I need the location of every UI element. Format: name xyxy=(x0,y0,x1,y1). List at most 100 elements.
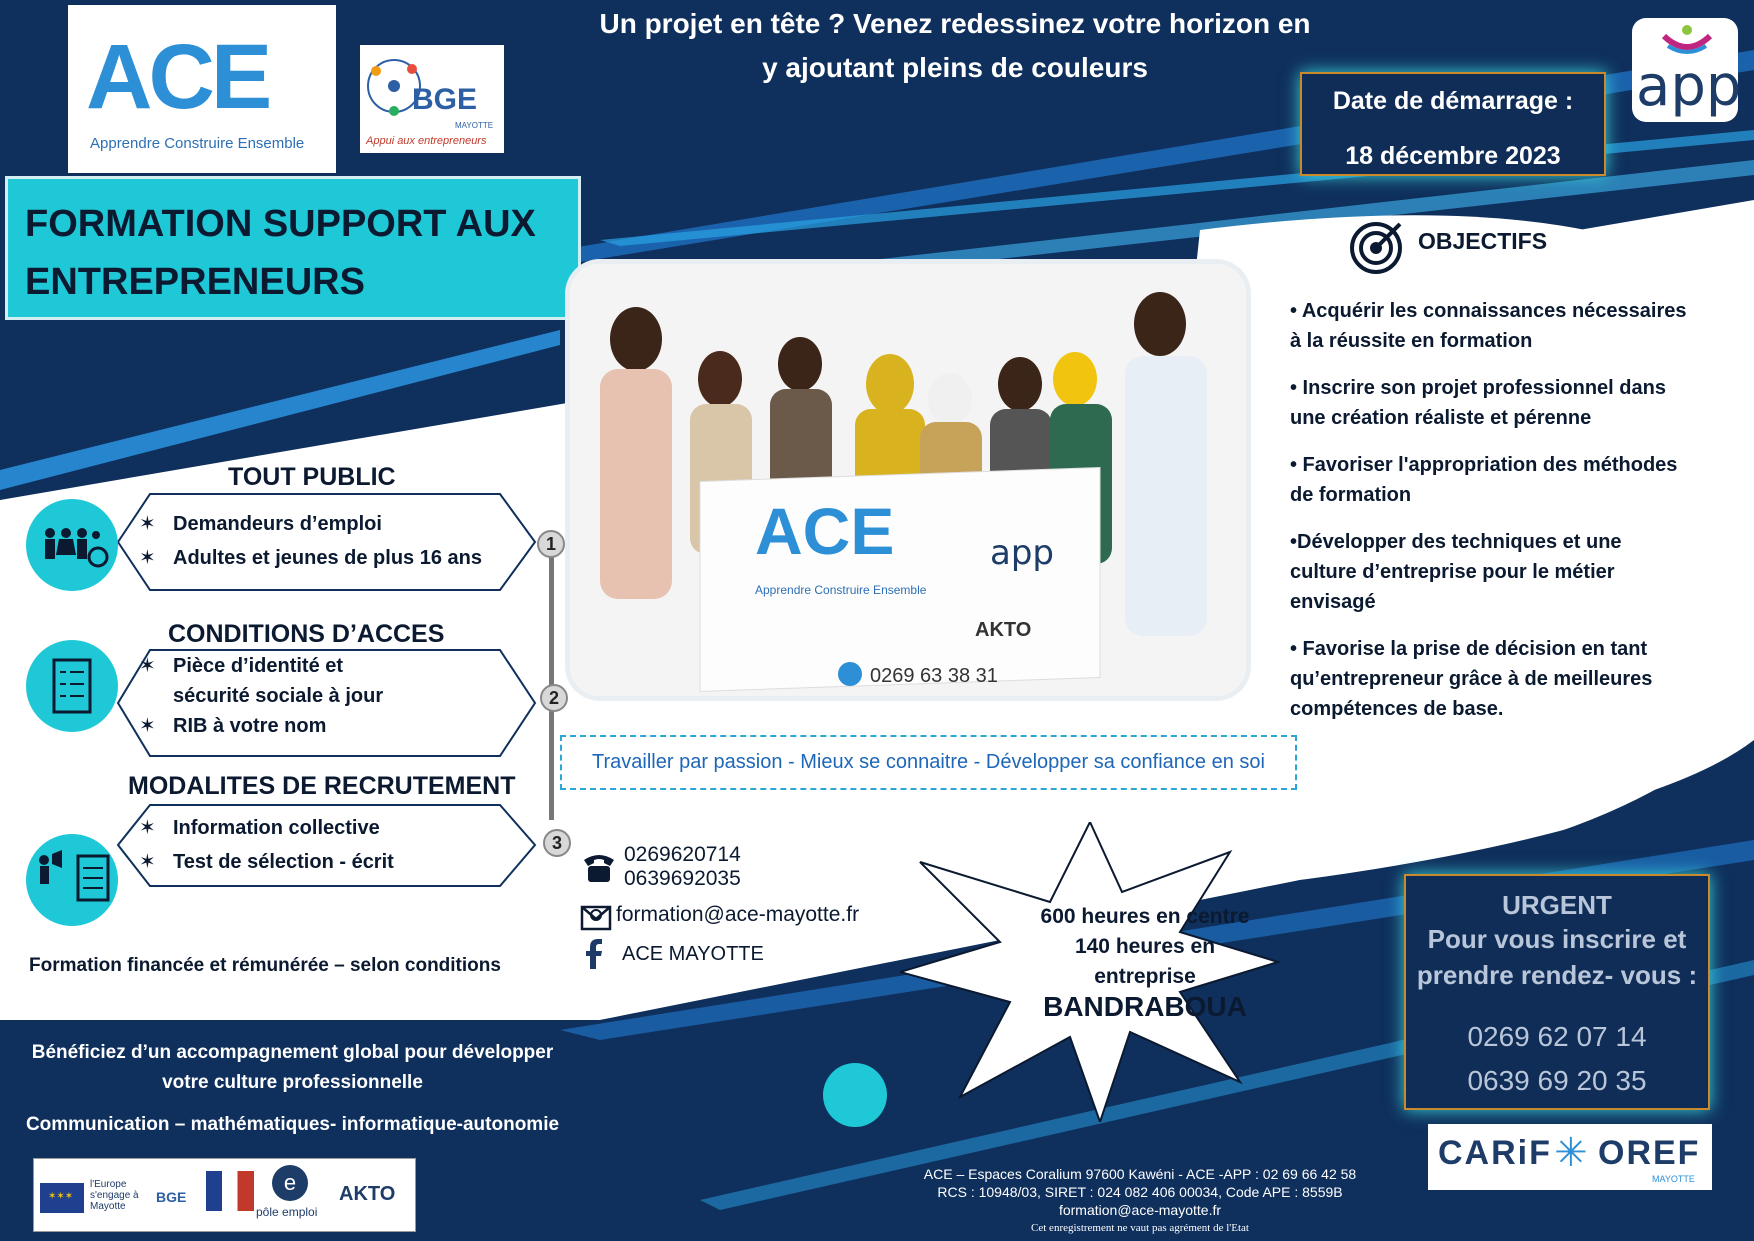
hours-entreprise: 140 heures en xyxy=(1074,935,1216,958)
footer-line1: Bénéficiez d’un accompagnement global po… xyxy=(31,1042,554,1063)
carif-star-icon: ✳ xyxy=(1554,1131,1588,1175)
financement-text: Formation financée et rémunérée – selon … xyxy=(29,955,501,976)
section-arrow-public xyxy=(116,493,537,591)
partner-europe: l'Europe s'engage à Mayotte xyxy=(90,1179,139,1212)
bge-logo-text: BGE xyxy=(412,83,478,116)
step-number-2: 2 xyxy=(540,684,568,712)
carif-text: CARiF xyxy=(1438,1134,1552,1172)
group-photo-illustration: ACE Apprendre Construire Ensemble app AK… xyxy=(570,264,1246,696)
address-line3: formation@ace-mayotte.fr xyxy=(1058,1202,1222,1218)
contact-facebook-row: ACE MAYOTTE xyxy=(580,939,859,969)
address-line2: RCS : 10948/03, SIRET : 024 082 406 0003… xyxy=(937,1184,1343,1200)
urgent-phones: 0269 62 07 14 0639 69 20 35 xyxy=(1406,1015,1708,1103)
list-item: •Développer des techniques et une cultur… xyxy=(1290,531,1622,613)
presentation-checklist-icon xyxy=(39,850,110,902)
address-line1: ACE – Espaces Coralium 97600 Kawéni - AC… xyxy=(923,1166,1357,1182)
board-ace-subtitle: Apprendre Construire Ensemble xyxy=(755,583,927,597)
footer-left-text: Bénéficiez d’un accompagnement global po… xyxy=(10,1038,575,1140)
motto-banner: Travailler par passion - Mieux se connai… xyxy=(560,735,1297,790)
formation-title-line2: ENTREPRENEURS xyxy=(25,261,365,303)
app-logo-text: app xyxy=(1636,54,1742,119)
contact-phones: 0269620714 0639692035 xyxy=(580,843,859,891)
footer-line2: votre culture professionnelle xyxy=(162,1072,423,1093)
eu-flag-icon: ✶✶✶ xyxy=(40,1183,84,1213)
hours-block: 600 heures en centre 140 heures en entre… xyxy=(1020,902,1270,1022)
people-accessibility-icon xyxy=(45,528,109,568)
oref-text: OREF xyxy=(1598,1134,1701,1172)
list-item: • Favoriser l'appropriation des méthodes… xyxy=(1290,454,1678,506)
app-swoosh-icon xyxy=(1662,25,1712,54)
board-ace-logo: ACE xyxy=(755,494,894,568)
board-akto-logo: AKTO xyxy=(975,619,1031,641)
bge-logo-tagline: Appui aux entrepreneurs xyxy=(366,135,487,147)
formation-title-line1: FORMATION SUPPORT AUX xyxy=(25,203,536,245)
section-arrow-conditions xyxy=(116,649,537,757)
list-item: • Favorise la prise de décision en tant … xyxy=(1290,638,1653,720)
contact-email-row: formation@ace-mayotte.fr xyxy=(580,899,859,931)
step-number-3: 3 xyxy=(543,829,571,857)
app-logo: app xyxy=(1632,18,1742,122)
partner-bge: BGE xyxy=(156,1189,187,1205)
target-icon xyxy=(1350,222,1402,274)
section-icon-recrutement xyxy=(26,834,118,926)
partner-akto: AKTO xyxy=(339,1183,396,1205)
starburst-shape xyxy=(900,822,1280,1122)
hours-location: BANDRABOUA xyxy=(1043,991,1247,1022)
board-phone: 0269 63 38 31 xyxy=(870,665,998,687)
ace-logo-subtitle: Apprendre Construire Ensemble xyxy=(90,135,305,152)
urgent-line1: Pour vous inscrire et xyxy=(1427,924,1687,954)
section-list-recrutement: ✶Information collective ✶Test de sélecti… xyxy=(139,811,394,879)
objectifs-list: • Acquérir les connaissances nécessaires… xyxy=(1290,296,1690,741)
contacts-block: 0269620714 0639692035 formation@ace-mayo… xyxy=(580,843,859,977)
section-title-conditions: CONDITIONS D’ACCES xyxy=(168,620,445,648)
list-item: ✶RIB à votre nom xyxy=(139,715,327,737)
section-title-public: TOUT PUBLIC xyxy=(228,463,396,491)
carif-region: MAYOTTE xyxy=(1652,1174,1695,1184)
board-phone-icon xyxy=(838,662,862,686)
start-date-box: Date de démarrage : 18 décembre 2023 xyxy=(1300,72,1606,176)
ace-logo-text: ACE xyxy=(86,26,272,128)
headline-line2: y ajoutant pleins de couleurs xyxy=(762,52,1148,83)
bge-logo: BGE MAYOTTE Appui aux entrepreneurs xyxy=(360,45,504,153)
start-date-label: Date de démarrage : xyxy=(1332,87,1574,115)
contact-facebook[interactable]: ACE MAYOTTE xyxy=(622,942,764,965)
headline-line1: Un projet en tête ? Venez redessinez vot… xyxy=(599,8,1311,39)
urgent-phone-2[interactable]: 0639 69 20 35 xyxy=(1467,1065,1647,1096)
list-item: ✶Test de sélection - écrit xyxy=(139,851,394,873)
footer-line3: Communication – mathématiques- informati… xyxy=(25,1114,560,1135)
section-arrow-recrutement xyxy=(116,804,537,887)
partner-pole-emploi: pôle emploi xyxy=(256,1205,318,1219)
list-item: ✶Adultes et jeunes de plus 16 ans xyxy=(139,547,482,569)
list-item: • Acquérir les connaissances nécessaires… xyxy=(1290,300,1687,352)
urgent-phone-1[interactable]: 0269 62 07 14 xyxy=(1467,1021,1647,1052)
bge-network-icon xyxy=(367,59,421,116)
section-icon-public xyxy=(26,499,118,591)
formation-title-box: FORMATION SUPPORT AUX ENTREPRENEURS xyxy=(5,176,581,320)
formation-title: FORMATION SUPPORT AUX ENTREPRENEURS xyxy=(25,195,536,311)
email-icon xyxy=(580,905,612,931)
contact-phone-2[interactable]: 0639692035 xyxy=(624,867,741,890)
marianne-icon xyxy=(206,1171,254,1211)
address-line4: Cet enregistrement ne vaut pas agrément … xyxy=(1031,1222,1249,1234)
contact-phone-1[interactable]: 0269620714 xyxy=(624,843,741,866)
facebook-icon xyxy=(586,939,602,969)
telephone-icon xyxy=(584,855,614,882)
board-app-logo: app xyxy=(990,533,1054,573)
contact-email[interactable]: formation@ace-mayotte.fr xyxy=(616,903,860,926)
list-item: ✶Pièce d’identité et xyxy=(139,655,344,677)
step-number-1: 1 xyxy=(537,530,565,558)
list-item: ✶Information collective xyxy=(139,817,380,839)
pole-emploi-icon: e xyxy=(272,1165,308,1201)
headline: Un projet en tête ? Venez redessinez vot… xyxy=(560,2,1350,90)
section-list-conditions: ✶Pièce d’identité et sécurité sociale à … xyxy=(139,651,383,741)
partners-logos: ✶✶✶ l'Europe s'engage à Mayotte BGE e pô… xyxy=(33,1158,416,1232)
ace-logo: ACE Apprendre Construire Ensemble xyxy=(68,5,336,173)
carif-oref-logo: CARiF ✳ OREF MAYOTTE xyxy=(1428,1124,1712,1190)
list-item: sécurité sociale à jour xyxy=(173,685,384,707)
checklist-icon xyxy=(52,658,92,714)
list-item: ✶Demandeurs d’emploi xyxy=(139,513,382,535)
objectifs-title: OBJECTIFS xyxy=(1418,228,1548,254)
urgent-title: URGENT xyxy=(1502,890,1612,920)
address-block: ACE – Espaces Coralium 97600 Kawéni - AC… xyxy=(860,1165,1420,1237)
urgent-box: URGENT Pour vous inscrire et prendre ren… xyxy=(1404,874,1710,1110)
